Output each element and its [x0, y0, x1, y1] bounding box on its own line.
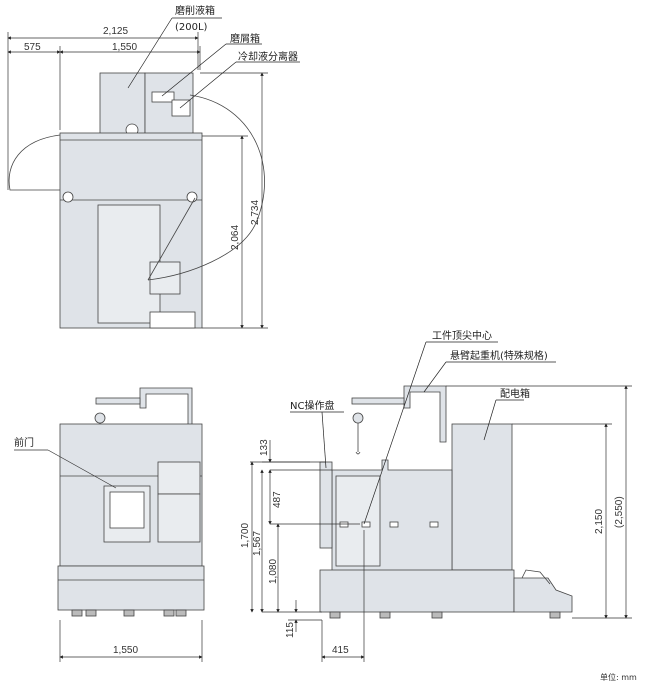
dim-side-115: 115	[285, 622, 296, 638]
door-swing-right	[147, 94, 265, 281]
label-workpiece-center: 工件顶尖中心	[432, 329, 492, 342]
label-coolant-tank: 磨削液箱	[175, 4, 215, 17]
label-electrical-cabinet: 配电箱	[500, 387, 530, 400]
plan-dimension-lines	[7, 32, 268, 329]
front-dimension-lines	[14, 449, 203, 662]
label-coolant-capacity: (200L)	[175, 22, 208, 33]
side-nc-panel	[319, 461, 333, 549]
dim-side-487: 487	[272, 491, 283, 508]
dim-side-415: 415	[332, 645, 349, 656]
coolant-tank-outline	[99, 72, 146, 139]
dim-depth-total: 2,734	[250, 200, 261, 225]
front-base	[57, 565, 205, 611]
label-jib-crane: 悬臂起重机(特殊规格)	[450, 349, 548, 362]
dim-side-2550: (2,550)	[614, 496, 625, 528]
side-dimension-lines	[250, 385, 632, 662]
label-chip-box: 磨屑箱	[230, 32, 260, 45]
side-electrical-cabinet	[451, 423, 513, 571]
dim-side-1700: 1,700	[240, 523, 251, 548]
dim-side-133: 133	[259, 439, 270, 456]
label-nc-panel: NC操作盘	[290, 399, 334, 412]
dim-front-width: 1,550	[113, 645, 138, 656]
dim-left-extent: 575	[24, 42, 41, 53]
label-front-door: 前门	[14, 436, 34, 449]
dim-side-1567: 1,567	[252, 531, 263, 556]
plan-leaders	[127, 17, 300, 109]
side-base	[319, 569, 515, 613]
side-crane	[403, 385, 447, 443]
label-coolant-separator: 冷却液分离器	[238, 50, 298, 63]
dim-side-2150: 2,150	[594, 509, 605, 534]
dim-depth-inner: 2,064	[230, 225, 241, 250]
side-leaders	[290, 341, 556, 525]
plan-view	[8, 72, 265, 329]
dim-side-1080: 1,080	[268, 559, 279, 584]
dim-total-width: 2,125	[103, 26, 128, 37]
front-crane	[139, 387, 193, 441]
door-swing-left	[8, 134, 61, 191]
front-view	[57, 387, 205, 617]
unit-label: 单位: mm	[600, 672, 637, 682]
dim-machine-width: 1,550	[112, 42, 137, 53]
side-view	[319, 385, 573, 619]
